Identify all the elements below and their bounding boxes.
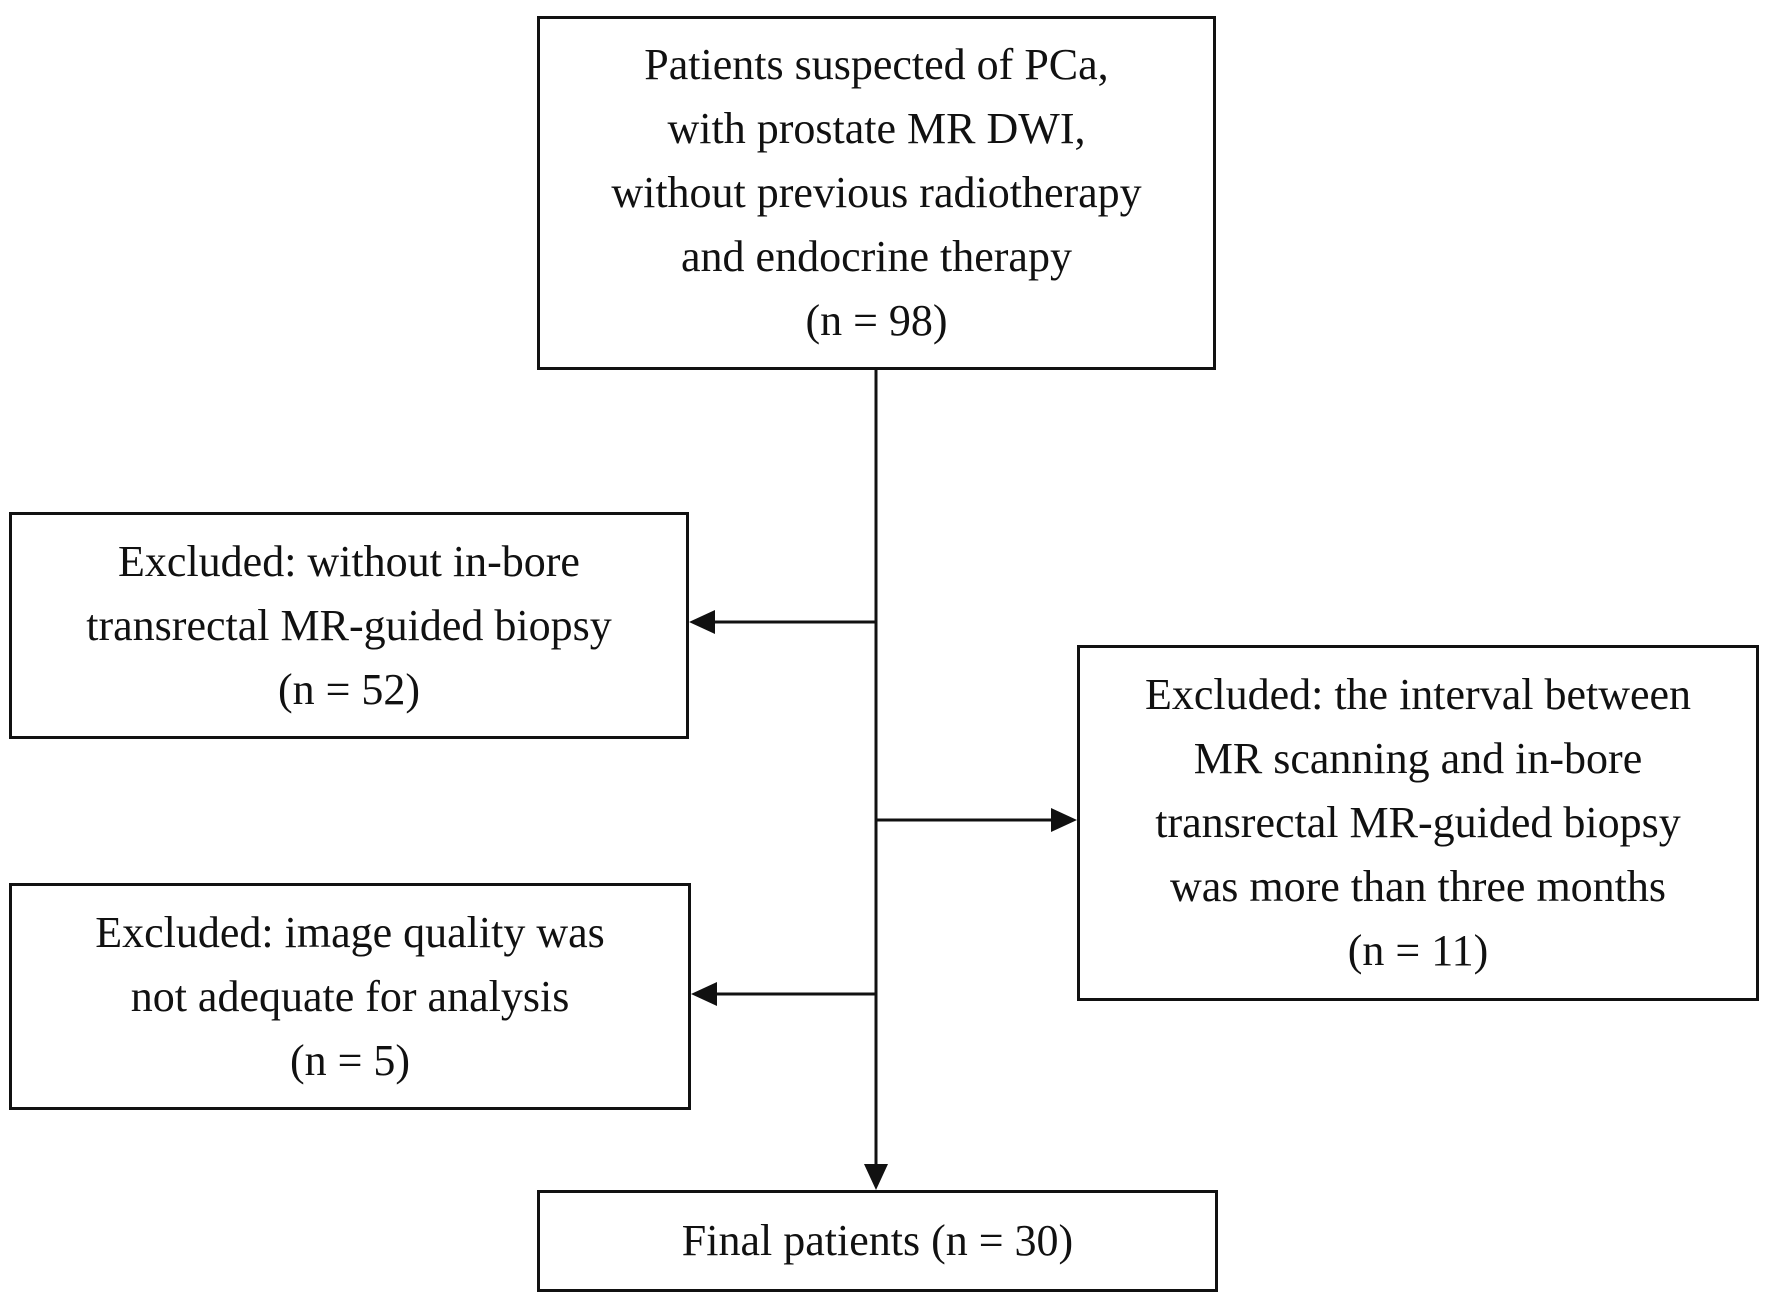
enrollment-line: without previous radiotherapy xyxy=(611,168,1142,217)
exclusion-line: not adequate for analysis xyxy=(130,971,570,1021)
exclusion-line: transrectal MR-guided biopsy xyxy=(1155,798,1681,847)
exclusion-count: (n = 11) xyxy=(1347,926,1489,975)
exclusion-line: Excluded: image quality was xyxy=(95,907,605,957)
exclusion-line: Excluded: without in-bore xyxy=(118,536,580,586)
enrollment-line: Patients suspected of PCa, xyxy=(644,40,1109,89)
exclusion-line: MR scanning and in-bore xyxy=(1193,734,1643,783)
final-patients-box: Final patients (n = 30) xyxy=(537,1190,1218,1292)
exclusion-line: transrectal MR-guided biopsy xyxy=(86,600,612,650)
enrollment-line: with prostate MR DWI, xyxy=(667,104,1086,153)
exclusion-line: Excluded: the interval between xyxy=(1144,670,1692,719)
exclusion-count: (n = 5) xyxy=(289,1035,411,1085)
exclusion-count: (n = 52) xyxy=(277,664,421,714)
enrollment-box: Patients suspected of PCa, with prostate… xyxy=(537,16,1216,370)
exclusion-line: was more than three months xyxy=(1169,862,1667,911)
arrow-to-final xyxy=(864,1164,888,1190)
final-patients-label: Final patients (n = 30) xyxy=(681,1216,1074,1265)
enrollment-line: and endocrine therapy xyxy=(681,232,1072,281)
exclusion-box-no-biopsy: Excluded: without in-bore transrectal MR… xyxy=(9,512,689,739)
enrollment-count: (n = 98) xyxy=(805,296,948,345)
arrow-to-exclusion-3 xyxy=(691,982,717,1006)
exclusion-box-interval: Excluded: the interval between MR scanni… xyxy=(1077,645,1759,1001)
arrow-to-exclusion-1 xyxy=(689,610,715,634)
arrow-to-exclusion-2 xyxy=(1051,808,1077,832)
exclusion-box-image-quality: Excluded: image quality was not adequate… xyxy=(9,883,691,1110)
